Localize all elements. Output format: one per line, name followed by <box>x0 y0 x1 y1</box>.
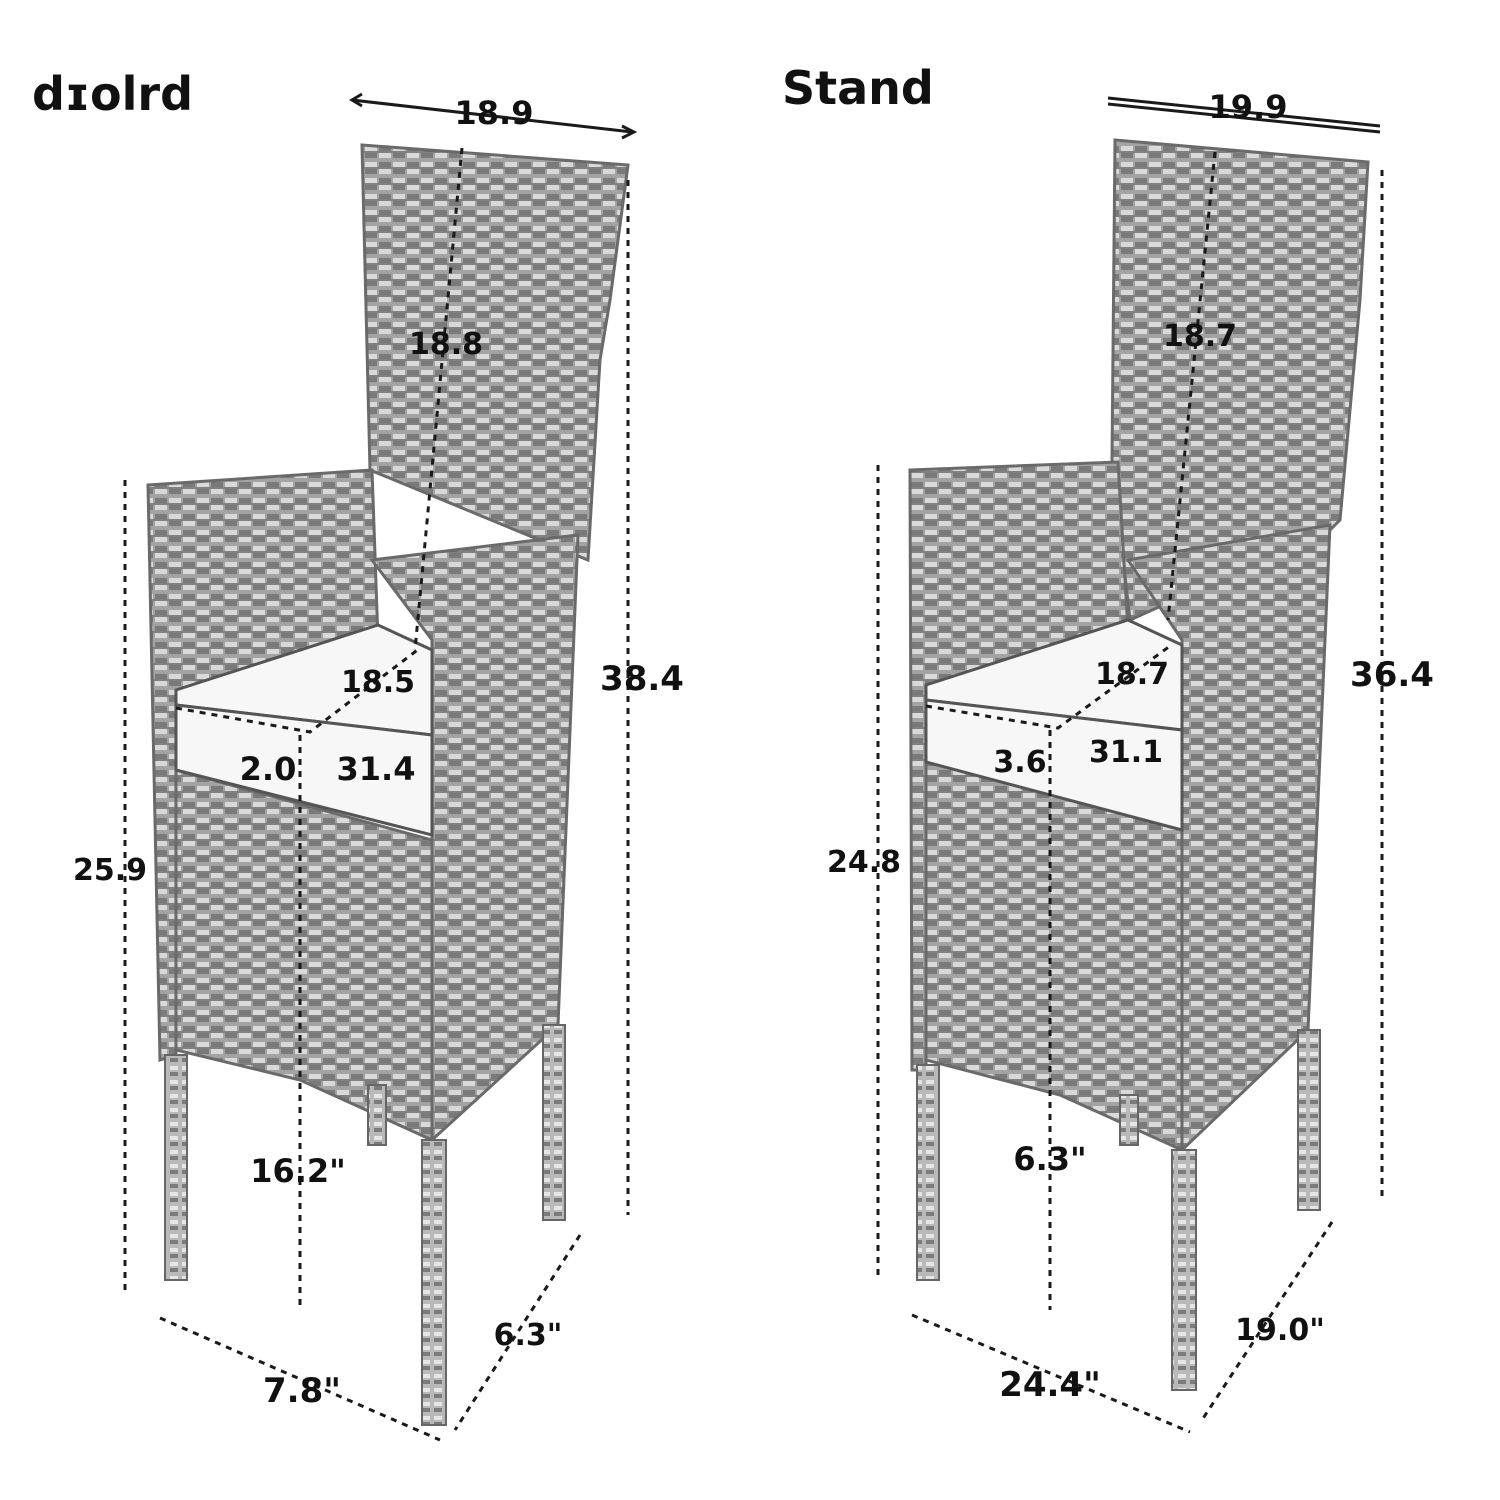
dim-bottom-depth-right: 19.0" <box>1235 1313 1325 1348</box>
dim-seat-height-right: 6.3" <box>1013 1140 1086 1178</box>
dim-bottom-width-right: 24.4" <box>999 1365 1101 1405</box>
dim-total-height-right: 36.4 <box>1350 655 1434 695</box>
dim-line-seat-depth-right <box>925 644 1171 730</box>
arrow-icon <box>349 92 363 108</box>
dim-back-height-left: 18.8 <box>409 327 483 362</box>
dim-line-back-height-left <box>413 147 464 651</box>
leg-left-back-b <box>367 1084 387 1146</box>
dim-seat-depth-right: 18.7 <box>1095 657 1169 692</box>
backrest-left <box>360 143 630 563</box>
leg-left-front-b <box>421 1139 447 1426</box>
seat-skirt-left <box>174 768 434 1143</box>
dim-arm-height-left: 25.9 <box>73 853 147 888</box>
dim-line-bottom-depth-left <box>453 1234 582 1431</box>
dim-seat-width-right-a: 3.6 <box>993 745 1046 780</box>
chair-left: dɪolrd 18.9 18.8 38.4 25.9 18.5 <box>32 67 684 1442</box>
dim-seat-width-left-b: 31.4 <box>337 750 416 788</box>
dim-seat-width-right-b: 31.1 <box>1089 735 1163 770</box>
dim-seat-width-left-a: 2.0 <box>240 750 297 788</box>
leg-left-front-a <box>164 1054 188 1281</box>
cushion-top-right <box>924 618 1184 732</box>
dim-seat-depth-left: 18.5 <box>341 665 415 700</box>
arrow-icon <box>621 124 638 140</box>
dim-seat-height-left: 16.2" <box>250 1152 346 1190</box>
arm-front-left <box>369 533 580 1144</box>
dim-total-height-left: 38.4 <box>600 659 684 699</box>
chair-title-right: Stand <box>782 61 934 115</box>
leg-left-back-a <box>542 1024 566 1221</box>
dim-bottom-depth-left: 6.3" <box>494 1318 563 1353</box>
leg-right-front-a <box>916 1064 940 1281</box>
leg-right-back-a <box>1297 1029 1321 1211</box>
dim-line-seat-depth-left <box>175 646 421 734</box>
dim-line-top-width-right <box>1107 96 1381 128</box>
cushion-front-left <box>174 703 434 837</box>
leg-right-back-b <box>1119 1094 1139 1146</box>
dim-line-top-width-right-b <box>1107 102 1381 134</box>
dim-line-bottom-width-left <box>159 1316 441 1442</box>
chair-title-left: dɪolrd <box>32 67 193 121</box>
dim-top-width-left: 18.9 <box>455 94 534 132</box>
cushion-front-right <box>924 698 1184 832</box>
dim-line-bottom-width-right <box>911 1313 1191 1434</box>
dim-bottom-width-left: 7.8" <box>263 1371 341 1411</box>
dim-line-bottom-depth-right <box>1200 1221 1334 1421</box>
dim-arm-height-right: 24.8 <box>827 845 901 880</box>
arm-front-right <box>1125 523 1332 1154</box>
dim-line-top-width-left <box>351 98 633 134</box>
leg-right-front-b <box>1171 1149 1197 1391</box>
dim-back-height-right: 18.7 <box>1163 319 1237 354</box>
chair-right: Stand 19.9 18.7 36.4 24.8 18.7 3.6 <box>782 61 1434 1434</box>
dim-top-width-right: 19.9 <box>1209 88 1288 126</box>
cushion-top-left <box>174 623 434 737</box>
